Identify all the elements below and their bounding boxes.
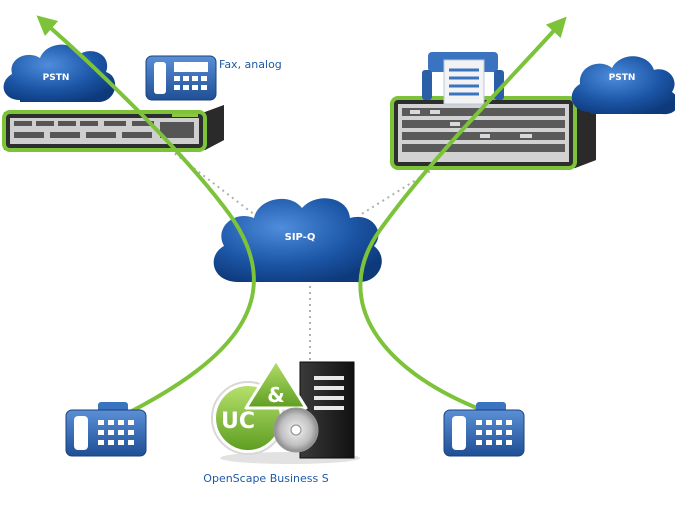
curve-left-phone-to-pstn [36,15,256,414]
green-connection-curves [36,15,567,414]
printer-icon [422,52,504,105]
sipq-label: SIP-Q [285,232,316,243]
uc-badge-text: UC [221,409,255,434]
fax-label: Fax, analog [219,58,282,71]
right-system-chassis [390,88,596,170]
svg-text:&: & [267,383,284,407]
pstn-cloud-right [571,56,675,115]
desk-phone-left-icon [65,402,147,457]
pstn-label-right: PSTN [609,73,636,83]
dotted-links [169,149,441,362]
openscape-server-icon: & [211,358,360,464]
server-label: OpenScape Business S [203,472,328,485]
curve-right-phone-to-pstn [358,16,567,412]
desk-phone-right-icon [443,402,525,457]
sipq-cloud [213,198,382,283]
left-system-chassis [2,105,224,152]
pstn-label-left: PSTN [43,73,70,83]
dotted-link-right [359,164,441,216]
fax-analog-icon [145,55,217,101]
warning-triangle-icon [244,358,308,410]
